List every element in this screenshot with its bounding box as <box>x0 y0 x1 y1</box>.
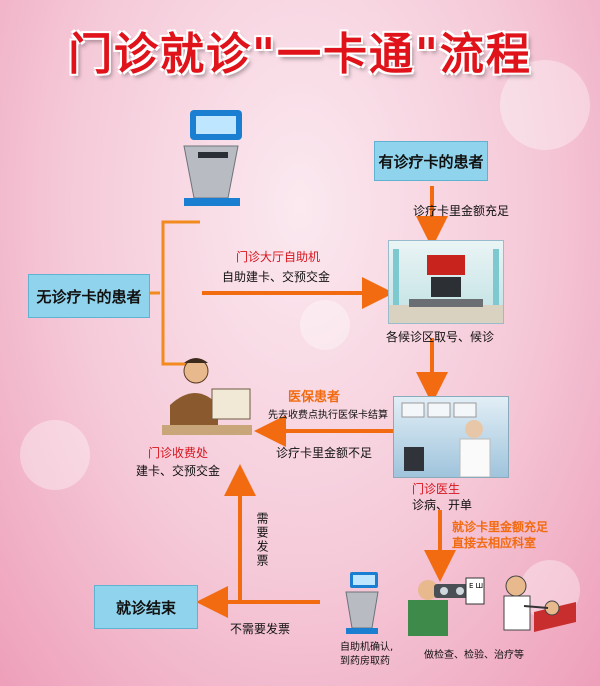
svg-text:E Ш: E Ш <box>469 582 483 590</box>
cashier-clerk-icon <box>152 355 258 441</box>
balance-enough-label: 诊疗卡里金额充足 <box>413 204 510 218</box>
kiosk-desc-label: 自助建卡、交预交金 <box>222 270 331 284</box>
direct-line2-label: 直接去相应科室 <box>452 536 537 550</box>
kiosk-icon <box>176 106 246 210</box>
kiosk-title-label: 门诊大厅自助机 <box>236 250 321 264</box>
page-title: 门诊就诊"一卡通"流程 <box>68 29 532 80</box>
end-box: 就诊结束 <box>94 585 198 629</box>
small-kiosk-icon <box>342 570 382 636</box>
bokeh-circle <box>500 60 590 150</box>
insured-desc-label: 先去收费点执行医保卡结算 <box>268 410 388 421</box>
without-card-box: 无诊疗卡的患者 <box>28 274 150 318</box>
no-invoice-label: 不需要发票 <box>230 622 291 636</box>
with-card-box: 有诊疗卡的患者 <box>374 141 488 181</box>
wait-label: 各候诊区取号、候诊 <box>386 330 495 344</box>
need-invoice-label: 需要发票 <box>255 512 269 568</box>
doctor-title-label: 门诊医生 <box>412 482 461 496</box>
cashier-title-label: 门诊收费处 <box>148 446 209 460</box>
eye-exam-icon: E Ш <box>404 574 488 642</box>
cashier-desc-label: 建卡、交预交金 <box>136 464 221 478</box>
direct-line1-label: 就诊卡里金额充足 <box>452 520 549 534</box>
bokeh-circle <box>300 300 350 350</box>
kiosk-confirm-line2: 到药房取药 <box>340 656 390 667</box>
waiting-hall-image <box>388 240 504 324</box>
dentist-icon <box>494 572 580 642</box>
doctor-image <box>393 396 509 478</box>
branch-bracket <box>161 220 200 366</box>
insured-title-label: 医保患者 <box>288 390 341 405</box>
exams-label: 做检查、检验、治疗等 <box>424 650 524 661</box>
bokeh-circle <box>20 420 90 490</box>
kiosk-confirm-line1: 自助机确认, <box>340 642 394 653</box>
doctor-desc-label: 诊病、开单 <box>412 498 473 512</box>
balance-short-label: 诊疗卡里金额不足 <box>276 446 373 460</box>
